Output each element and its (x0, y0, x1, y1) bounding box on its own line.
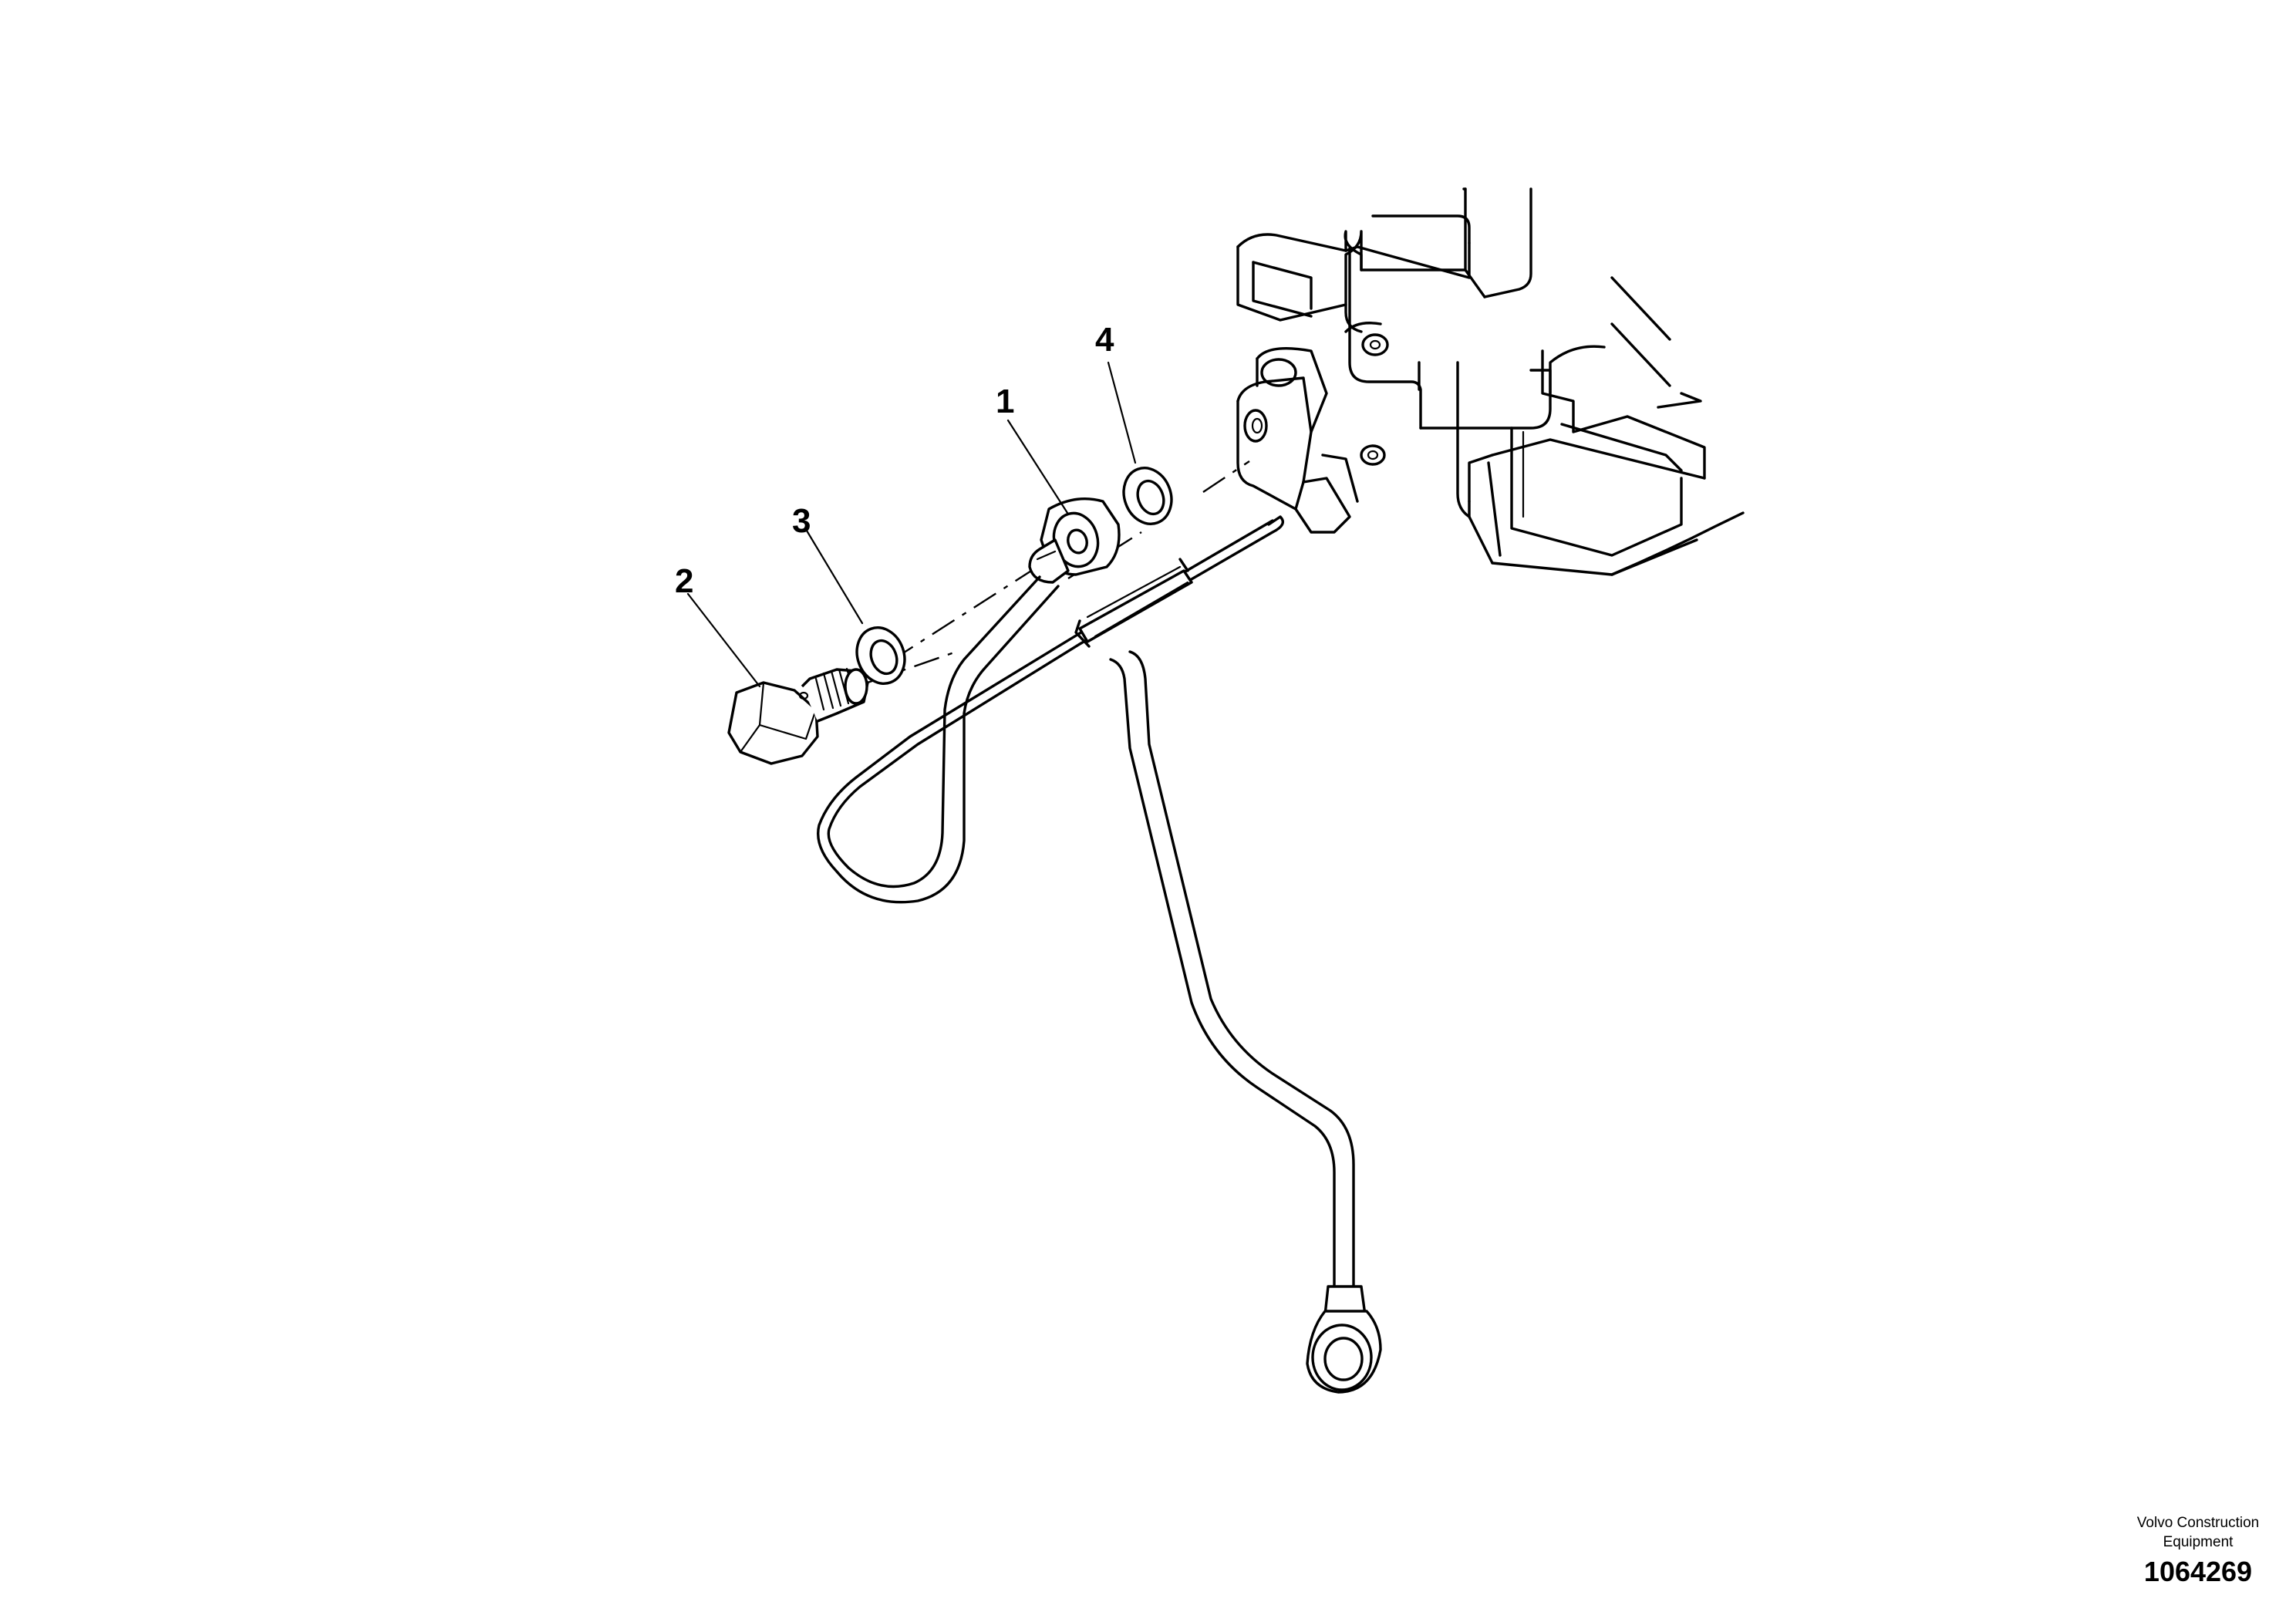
washer-3-drawing (855, 626, 906, 685)
washer-4-drawing (1122, 467, 1173, 525)
leader-line-1 (1006, 419, 1069, 514)
document-number: 1064269 (2143, 1556, 2253, 1587)
leader-line-4 (1107, 361, 1137, 464)
callout-2: 2 (675, 562, 693, 600)
callout-4: 4 (1095, 321, 1114, 359)
assembly-centerline-2 (890, 565, 1038, 663)
publisher-brand: Volvo Construction Equipment (2067, 1513, 2296, 1552)
banjo-bolt-drawing (727, 667, 869, 765)
leader-lines (686, 361, 1137, 688)
fuel-pipe-drawing (817, 497, 1382, 1394)
leader-line-3 (805, 529, 864, 625)
engine-housing-drawing (1236, 187, 1745, 576)
brand-line-2: Equipment (2163, 1534, 2234, 1550)
callout-1: 1 (996, 383, 1014, 420)
callout-3: 3 (792, 502, 811, 540)
leader-line-2 (686, 592, 761, 688)
brand-line-1: Volvo Construction (2136, 1515, 2260, 1531)
